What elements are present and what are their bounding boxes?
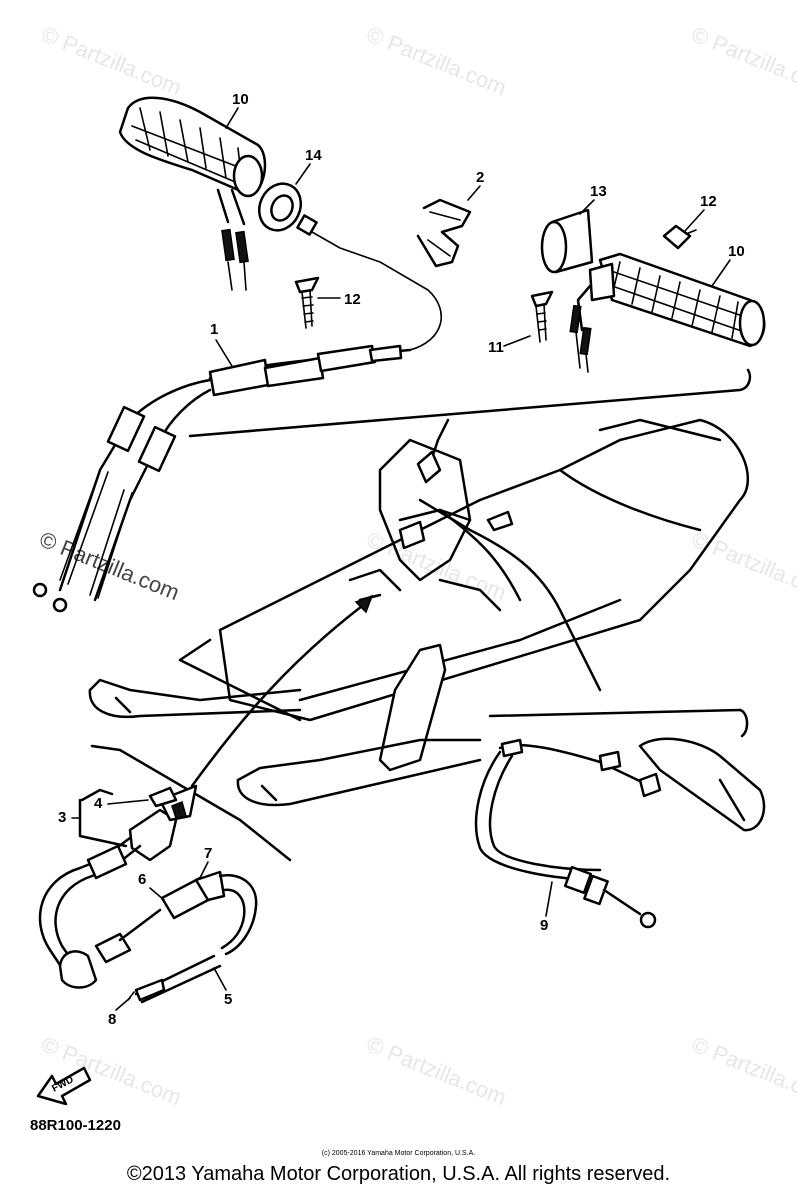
callout-11: 11 — [488, 339, 504, 356]
ring — [257, 182, 303, 232]
callout-13: 12 — [344, 291, 361, 308]
callout-7: 7 — [204, 845, 212, 862]
watermark: © Partzilla.com — [363, 21, 510, 100]
callout-15: 14 — [305, 147, 322, 164]
watermark: © Partzilla.com — [38, 21, 185, 100]
watermark: © Partzilla.com — [688, 21, 797, 100]
callout-14: 13 — [590, 183, 607, 200]
callouts: 10 14 2 13 12 10 12 12 1 11 3 4 7 6 9 5 … — [58, 91, 745, 1028]
forward-arrow: FWD — [36, 1066, 92, 1106]
callout-6: 6 — [138, 871, 146, 888]
watermark-dark: © Partzilla.com — [36, 526, 183, 605]
kill-switch-assembly — [38, 784, 258, 1004]
callout-3: 3 — [58, 809, 66, 826]
screw — [530, 290, 554, 343]
right-grip — [569, 252, 766, 373]
callout-1: 1 — [210, 321, 218, 338]
screw — [294, 276, 320, 329]
clip — [416, 198, 472, 268]
pointer-arrow — [190, 594, 374, 788]
callout-5: 5 — [224, 991, 232, 1008]
callout-10-right: 10 — [728, 243, 745, 260]
brake-lever-cable — [474, 708, 766, 929]
diagram-code: 88R100-1220 — [30, 1117, 121, 1134]
callout-4: 4 — [94, 795, 103, 812]
watermark: © Partzilla.com — [688, 1031, 797, 1110]
callout-12: 12 — [700, 193, 717, 210]
callout-9: 9 — [540, 917, 548, 934]
small-copyright: (c) 2005-2016 Yamaha Motor Corporation, … — [321, 1150, 476, 1157]
watermark: © Partzilla.com — [363, 1031, 510, 1110]
bracket-line — [188, 368, 752, 438]
callout-8: 8 — [108, 1011, 116, 1028]
copyright-notice: ©2013 Yamaha Motor Corporation, U.S.A. A… — [126, 1163, 671, 1185]
collar — [540, 208, 594, 274]
snowmobile — [88, 418, 750, 807]
throttle-cable — [32, 214, 443, 613]
callout-2: 2 — [476, 169, 484, 186]
bracket-line — [90, 744, 292, 862]
callout-10-left: 10 — [232, 91, 249, 108]
left-grip — [118, 96, 267, 291]
watermarks: © Partzilla.com © Partzilla.com © Partzi… — [36, 21, 797, 1110]
watermark: © Partzilla.com — [688, 526, 797, 605]
bolt — [662, 224, 697, 250]
